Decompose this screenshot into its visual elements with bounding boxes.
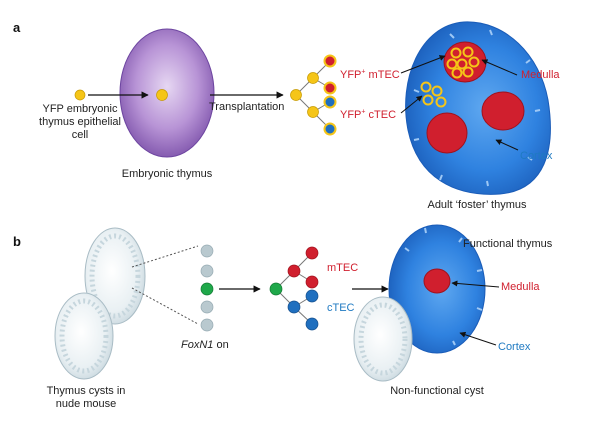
yfp-intermediate-cell bbox=[307, 72, 319, 84]
ctec-cell bbox=[287, 300, 301, 314]
yfp-ctec-pointer-arrow bbox=[400, 95, 423, 114]
cortical-red-region bbox=[426, 112, 468, 154]
medulla-region bbox=[423, 268, 451, 294]
cortex-pointer-arrow bbox=[459, 331, 497, 346]
mtec-label-b: mTEC bbox=[327, 262, 359, 274]
zoom-guide-line bbox=[131, 287, 199, 325]
medulla-pointer-arrow bbox=[481, 59, 518, 76]
mtec-cell bbox=[305, 246, 319, 260]
inactive-epithelial-cell bbox=[200, 318, 214, 332]
non-functional-cyst bbox=[353, 296, 413, 382]
yfp-ctec-cluster bbox=[420, 81, 447, 108]
yfp-ctec-label: YFP+ cTEC bbox=[340, 108, 397, 121]
cortex-pointer-arrow bbox=[495, 139, 519, 151]
yfp-mtec-cluster bbox=[446, 46, 480, 79]
mtec-cell bbox=[287, 264, 301, 278]
yfp-source-label: YFP embryonic thymus epithelial cell bbox=[39, 103, 121, 141]
thymus-cyst bbox=[54, 292, 114, 380]
cortex-label-b: Cortex bbox=[498, 341, 531, 353]
cortex-label-a: Cortex bbox=[520, 150, 553, 162]
yfp-mtec-cell bbox=[323, 54, 337, 68]
embryonic-thymus-label: Embryonic thymus bbox=[121, 168, 213, 180]
foxn1-on-label: FoxN1 on bbox=[181, 339, 229, 351]
zoom-guide-line bbox=[131, 245, 199, 268]
foxn1-progenitor-cell bbox=[269, 282, 283, 296]
yfp-progenitor-cell bbox=[290, 89, 302, 101]
inactive-epithelial-cell bbox=[200, 300, 214, 314]
yfp-ctec-cell bbox=[323, 95, 337, 109]
transplantation-label: Transplantation bbox=[209, 101, 285, 113]
yfp-cell-in-embryonic-thymus bbox=[156, 89, 168, 101]
yfp-intermediate-cell bbox=[307, 106, 319, 118]
yfp-mtec-label: YFP+ mTEC bbox=[340, 68, 400, 81]
yfp-mtec-pointer-arrow bbox=[400, 55, 446, 74]
ctec-cell bbox=[305, 317, 319, 331]
panel-b-label: b bbox=[13, 234, 21, 249]
functional-thymus-label: Functional thymus bbox=[463, 238, 553, 250]
panel-a-label: a bbox=[13, 20, 21, 35]
ctec-label-b: cTEC bbox=[327, 302, 355, 314]
adult-foster-thymus-label: Adult ‘foster’ thymus bbox=[427, 199, 527, 211]
thymus-cysts-label: Thymus cysts in nude mouse bbox=[46, 385, 126, 410]
medulla-pointer-arrow bbox=[451, 280, 500, 288]
yfp-mtec-cell bbox=[323, 81, 337, 95]
yfp-source-cell bbox=[74, 89, 86, 101]
inactive-epithelial-cell bbox=[200, 244, 214, 258]
cortical-red-region bbox=[481, 91, 525, 131]
medulla-label-a: Medulla bbox=[521, 69, 560, 81]
ctec-cell bbox=[305, 289, 319, 303]
non-functional-cyst-label: Non-functional cyst bbox=[390, 385, 484, 397]
medulla-label-b: Medulla bbox=[501, 281, 540, 293]
inactive-epithelial-cell bbox=[200, 264, 214, 278]
foxn1-active-cell bbox=[200, 282, 214, 296]
yfp-ctec-cell bbox=[323, 122, 337, 136]
mtec-cell bbox=[305, 275, 319, 289]
